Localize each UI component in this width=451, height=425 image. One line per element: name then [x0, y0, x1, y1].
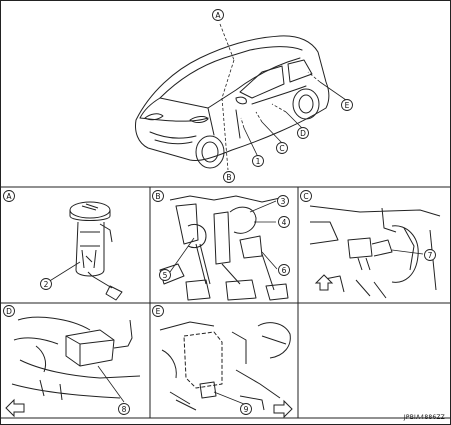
panel-E-label: E: [152, 305, 164, 317]
panel-D-label: D: [3, 305, 15, 317]
fuel-level-sensor-drawing: [69, 201, 123, 301]
panel-label-text: C: [303, 192, 308, 201]
callout-text: 8: [122, 405, 127, 414]
arrow-right-icon: [273, 399, 293, 419]
callout-text: 6: [282, 266, 287, 275]
panel-label-text: B: [155, 192, 160, 201]
callout-text: 7: [428, 251, 433, 260]
callout-part-3: 3: [277, 195, 289, 207]
sensor-connector-drawing: [309, 205, 441, 299]
panel-B: 3 4 5 6 B: [152, 190, 290, 301]
panel-D: 8 D: [3, 305, 141, 418]
callout-text: 9: [244, 405, 249, 414]
panel-A: 2 A: [3, 190, 123, 301]
callout-text: 1: [256, 157, 261, 166]
panel-C: 7 C: [300, 190, 441, 299]
callout-E-overview: E: [341, 99, 353, 111]
panel-A-label: A: [3, 190, 15, 202]
panel-label-text: E: [156, 307, 161, 316]
control-module-drawing: [159, 321, 291, 411]
panel-label-text: D: [6, 307, 12, 316]
vehicle-overview: [135, 35, 330, 169]
control-unit-drawing: [11, 316, 141, 401]
callout-text: 5: [163, 271, 168, 280]
callout-1-overview: 1: [252, 155, 264, 167]
callout-text: C: [279, 144, 284, 153]
callout-text: 4: [282, 218, 287, 227]
callout-text: E: [345, 101, 350, 110]
callout-part-4: 4: [278, 216, 290, 228]
callout-text: B: [226, 173, 231, 182]
panel-B-label: B: [152, 190, 164, 202]
callout-text: 2: [44, 280, 49, 289]
callout-part-8: 8: [118, 403, 130, 415]
callout-part-7: 7: [424, 249, 436, 261]
callout-part-2: 2: [40, 278, 52, 290]
callout-part-6: 6: [278, 264, 290, 276]
callout-text: D: [300, 129, 306, 138]
callout-A-overview: A: [212, 9, 224, 21]
arrow-up-icon: [314, 274, 334, 291]
callout-text: 3: [281, 197, 286, 206]
callout-text: A: [215, 11, 221, 20]
callout-D-overview: D: [297, 127, 309, 139]
pedal-assembly-drawing: [159, 195, 289, 301]
callout-part-5: 5: [159, 269, 171, 281]
panel-E: 9 E: [152, 305, 293, 419]
callout-B-overview: B: [223, 171, 235, 183]
panel-label-text: A: [6, 192, 12, 201]
callout-C-overview: C: [276, 142, 288, 154]
callout-part-9: 9: [240, 403, 252, 415]
diagram-code: JPBIA4886ZZ: [403, 414, 445, 421]
arrow-left-icon: [5, 398, 25, 418]
overview-leaders: [219, 23, 347, 171]
panel-C-label: C: [300, 190, 312, 202]
